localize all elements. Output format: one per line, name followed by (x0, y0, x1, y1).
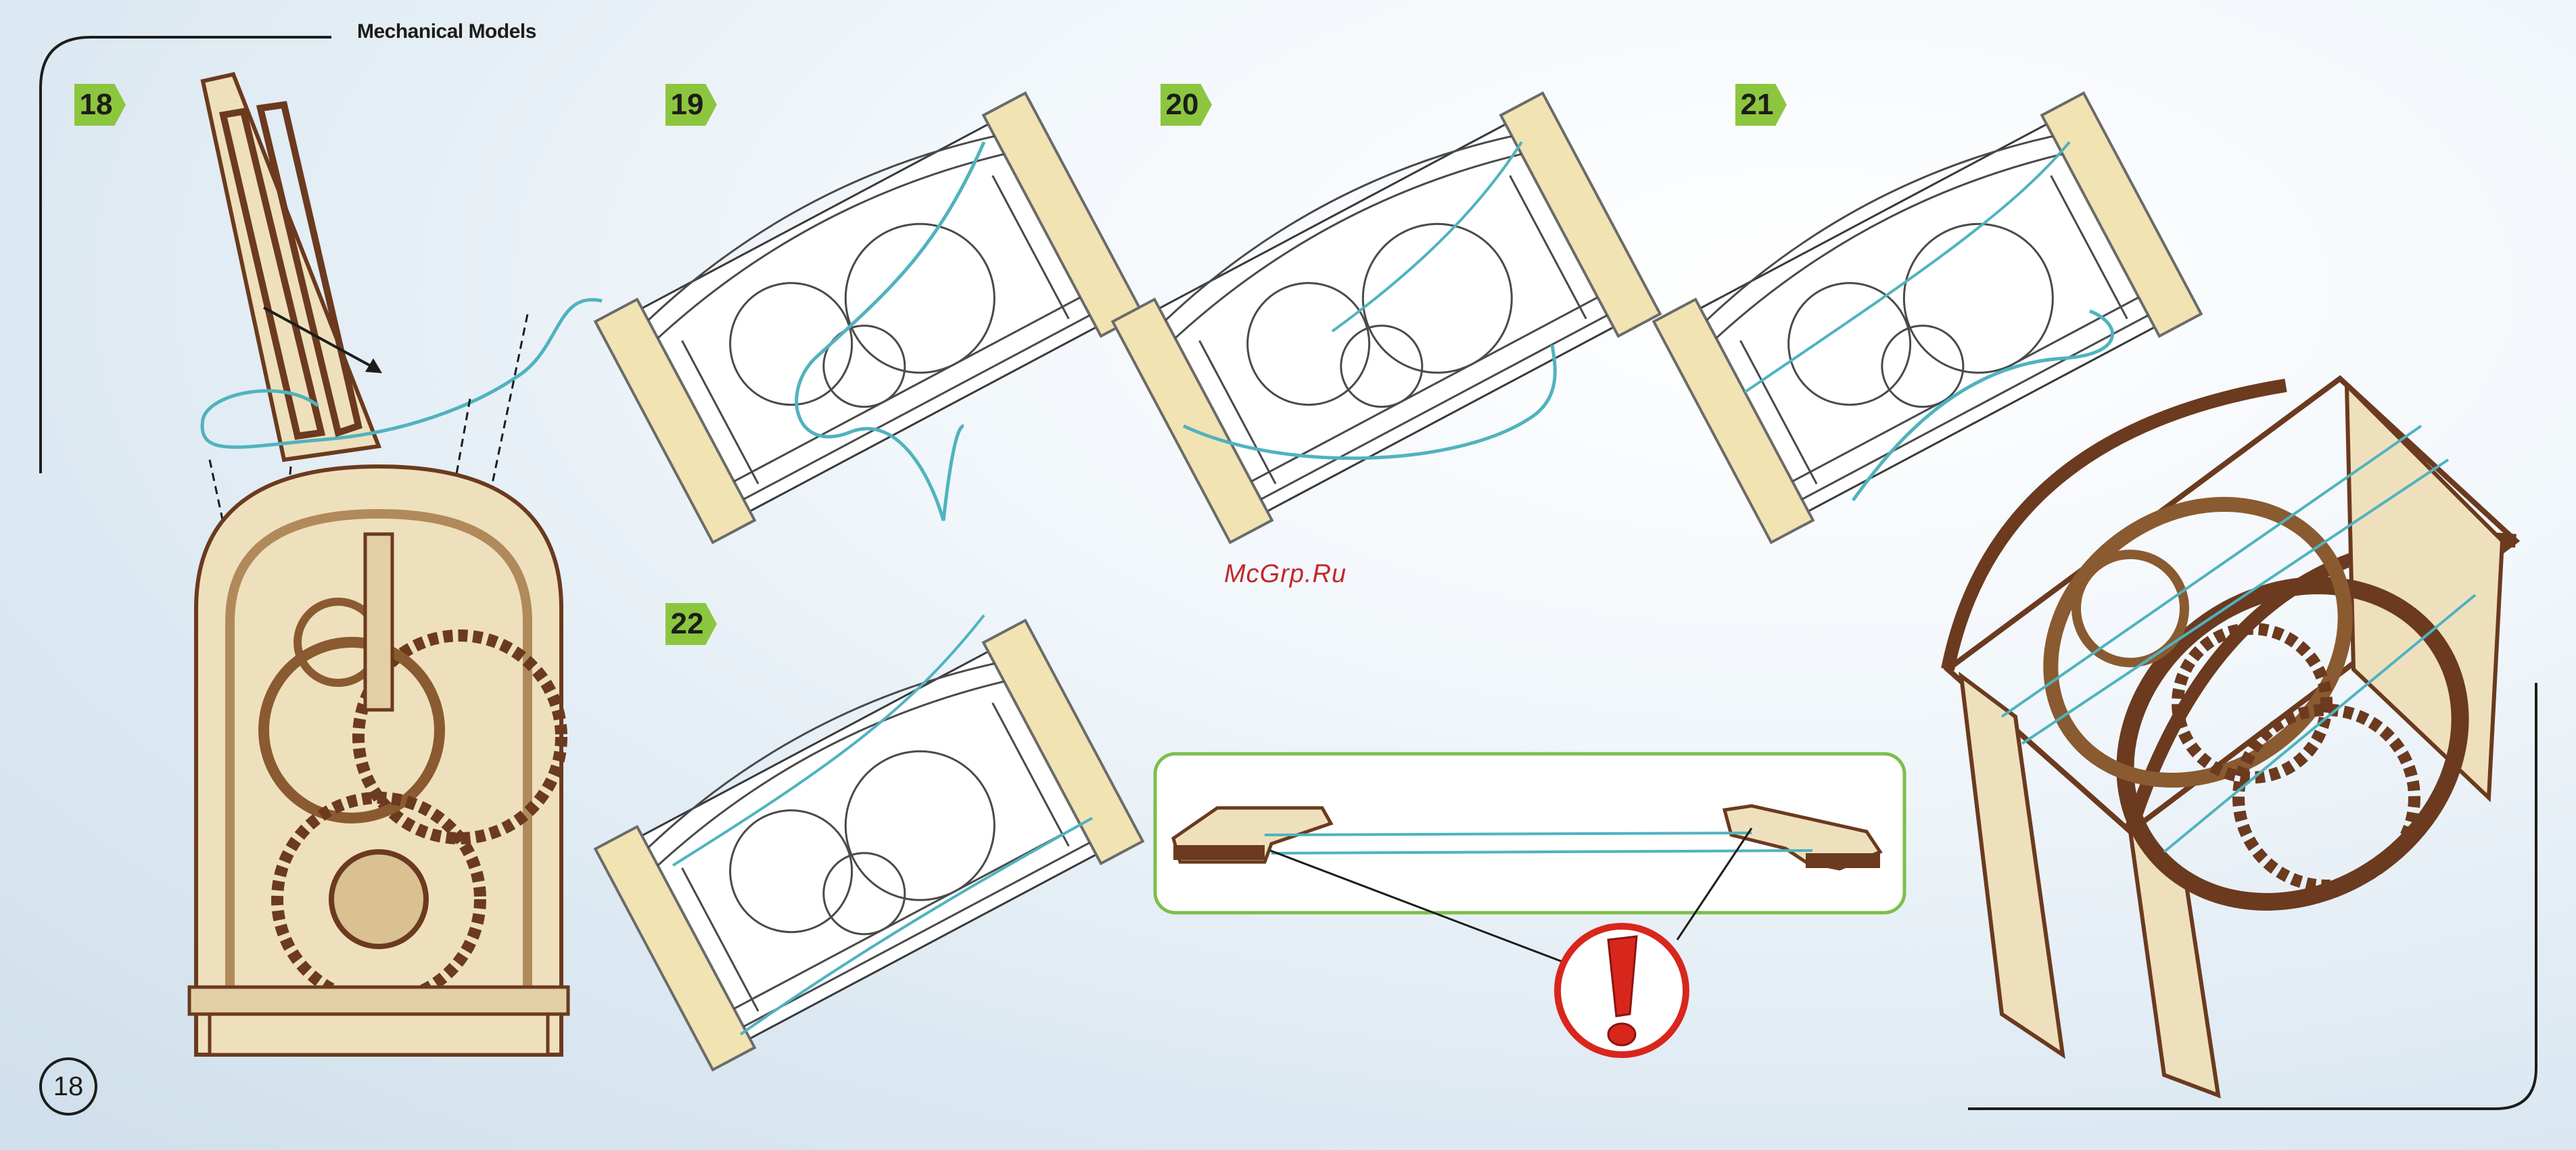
assembled-frame (1948, 379, 2522, 1095)
page-number: 18 (39, 1057, 97, 1116)
watermark: McGrp.Ru (1224, 560, 1346, 589)
